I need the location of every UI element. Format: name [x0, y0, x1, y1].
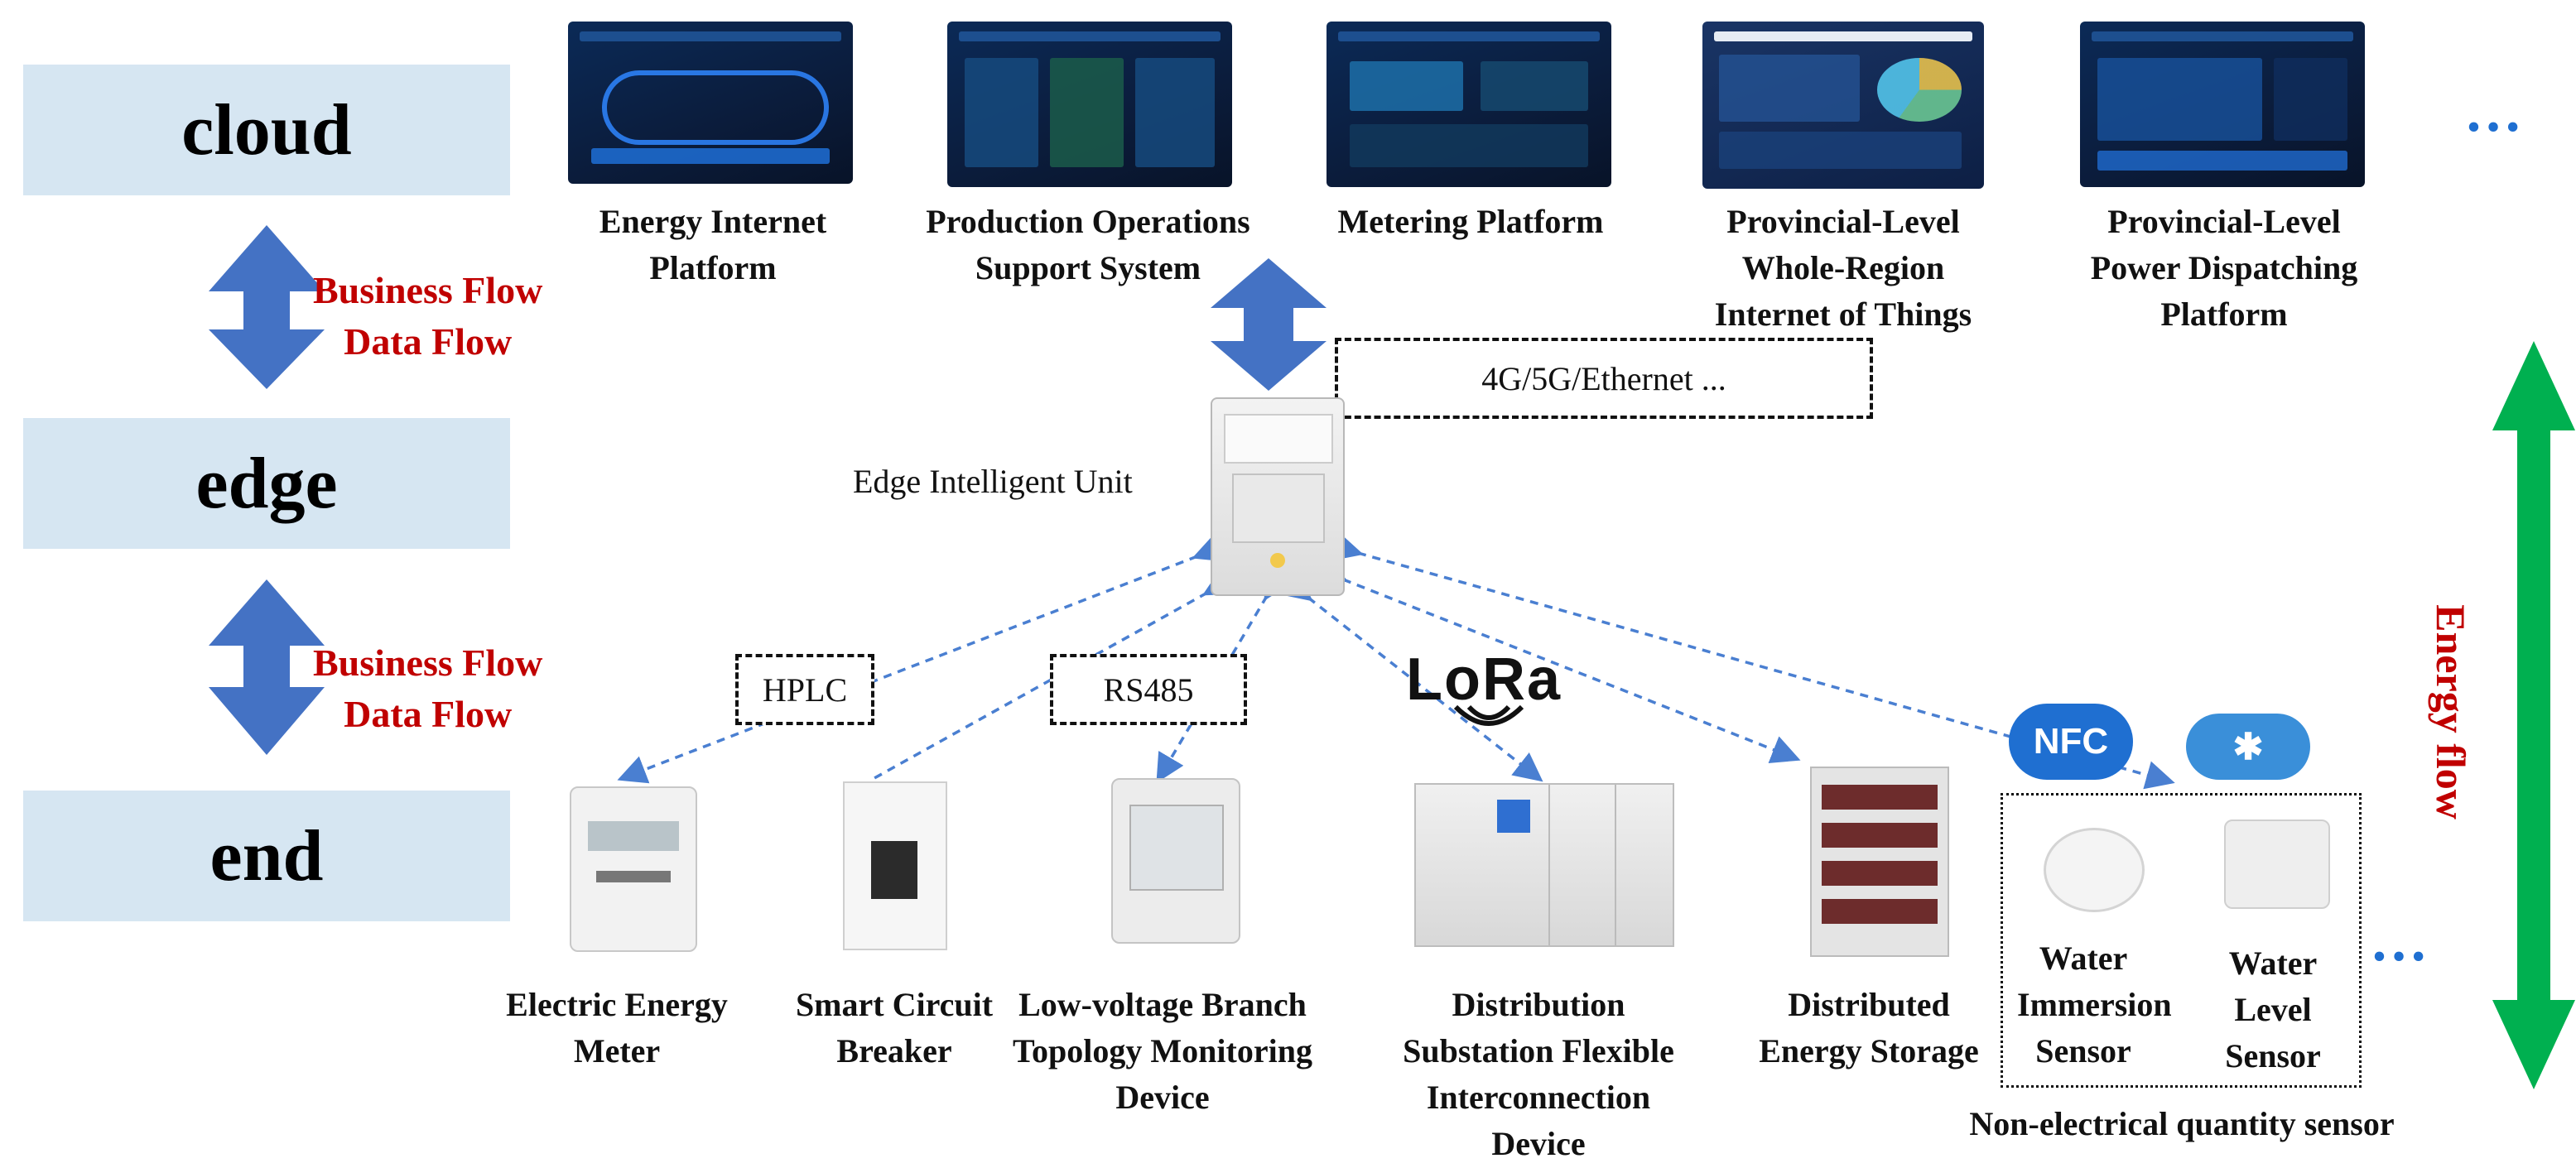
- layer-edge: edge: [23, 418, 510, 549]
- rs485-box: RS485: [1050, 654, 1247, 725]
- end-more-ellipsis: …: [2370, 910, 2434, 973]
- metering-platform-screenshot: [1327, 22, 1611, 187]
- sensor-group-box: [2001, 793, 2362, 1088]
- network-box: 4G/5G/Ethernet ...: [1335, 338, 1873, 419]
- lower-data-flow: Data Flow: [344, 693, 513, 735]
- energy-flow-label: Energy flow: [2428, 604, 2474, 820]
- water-immersion-sensor-image: [2044, 828, 2145, 912]
- lower-flow-label: Business Flow Data Flow: [313, 637, 542, 740]
- circuit-breaker-image: [843, 781, 947, 950]
- caption-energy-meter: Electric Energy Meter: [506, 986, 728, 1069]
- double-arrow-platform-edge: [1211, 258, 1327, 391]
- energy-flow-arrow: [2492, 341, 2575, 1089]
- energy-meter-image: [570, 786, 697, 952]
- caption-energy-internet: Energy Internet Platform: [599, 203, 827, 286]
- flexible-interconnection-image: [1414, 783, 1674, 947]
- production-operations-screenshot: [947, 22, 1232, 187]
- link-meter: [617, 534, 1225, 784]
- bluetooth-icon: ✱: [2186, 714, 2310, 780]
- link-breaker: [874, 569, 1235, 780]
- energy-storage-image: [1810, 767, 1949, 957]
- cloud-more-ellipsis: …: [2464, 80, 2529, 144]
- caption-iot: Provincial-Level Whole-Region Internet o…: [1714, 203, 1972, 333]
- topology-device-image: [1111, 778, 1240, 944]
- caption-metering: Metering Platform: [1337, 203, 1604, 240]
- nfc-icon: NFC: [2009, 704, 2133, 780]
- caption-energy-storage: Distributed Energy Storage: [1759, 986, 1979, 1069]
- edge-unit-device: [1211, 397, 1345, 596]
- caption-flexible-interconnection: Distribution Substation Flexible Interco…: [1403, 986, 1674, 1162]
- lora-wave-icon: [1453, 704, 1524, 726]
- upper-data-flow: Data Flow: [344, 320, 513, 363]
- caption-water-immersion: Water Immersion Sensor: [2017, 940, 2172, 1069]
- caption-dispatching: Provincial-Level Power Dispatching Platf…: [2090, 203, 2358, 333]
- caption-production-operations: Production Operations Support System: [926, 203, 1250, 286]
- caption-sensor-group: Non-electrical quantity sensor: [1969, 1105, 2395, 1142]
- double-arrow-edge-end: [209, 579, 325, 755]
- lower-business-flow: Business Flow: [313, 642, 543, 684]
- caption-water-level: Water Level Sensor: [2225, 944, 2321, 1074]
- energy-internet-platform-screenshot: [568, 22, 853, 184]
- hplc-box: HPLC: [735, 654, 874, 725]
- upper-flow-label: Business Flow Data Flow: [313, 265, 542, 368]
- double-arrow-cloud-edge: [209, 225, 325, 389]
- dispatching-platform-screenshot: [2080, 22, 2365, 187]
- lora-logo: LoRa: [1406, 646, 1562, 713]
- iot-platform-screenshot: [1702, 22, 1984, 189]
- water-level-sensor-image: [2224, 820, 2330, 909]
- caption-circuit-breaker: Smart Circuit Breaker: [795, 986, 994, 1069]
- layer-cloud: cloud: [23, 65, 510, 195]
- caption-topology-device: Low-voltage Branch Topology Monitoring D…: [1013, 986, 1312, 1116]
- edge-unit-label: Edge Intelligent Unit: [853, 463, 1133, 500]
- upper-business-flow: Business Flow: [313, 269, 543, 311]
- layer-end: end: [23, 791, 510, 921]
